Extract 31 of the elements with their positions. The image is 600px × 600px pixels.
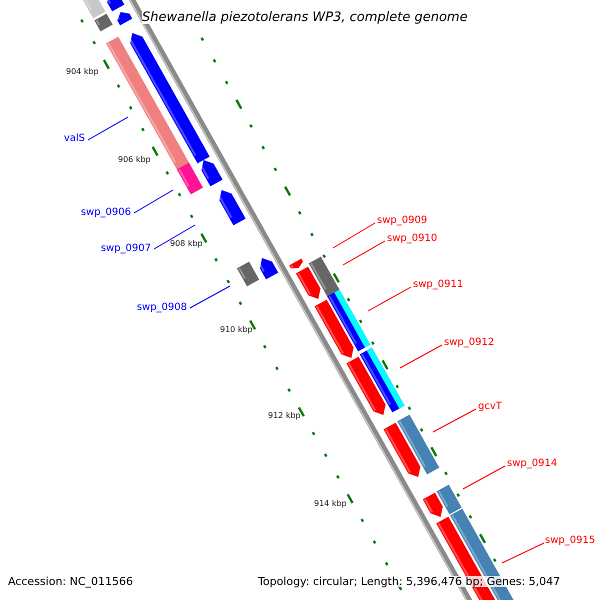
leader-line	[154, 224, 196, 250]
gene-label: swp_0908	[136, 303, 187, 313]
leader-line	[190, 286, 230, 308]
gene-label: gcvT	[478, 402, 502, 412]
title: Shewanella piezotolerans WP3, complete genome	[142, 11, 468, 24]
leader-line	[400, 344, 442, 368]
leader-line	[502, 542, 544, 564]
leader-line	[368, 286, 412, 312]
gene-label: swp_0914	[507, 459, 558, 469]
gene-label: swp_0915	[545, 536, 596, 546]
tick-label: 910 kbp	[220, 326, 253, 334]
tick-label: 904 kbp	[66, 68, 99, 76]
leader-line	[134, 190, 174, 214]
gene-label: swp_0909	[377, 216, 428, 226]
gene-label: valS	[64, 134, 85, 144]
gene-label: swp_0910	[387, 234, 438, 244]
gene-label: swp_0912	[444, 338, 494, 348]
tick-label: 908 kbp	[170, 240, 203, 248]
gene-label: swp_0906	[80, 208, 131, 218]
tick-label: 912 kbp	[268, 412, 301, 420]
info-text: Accession: NC_011566	[8, 576, 134, 587]
leader-line	[332, 222, 376, 248]
tick-label: 914 kbp	[314, 500, 347, 508]
info-text: Topology: circular; Length: 5,396,476 bp; Genes: 5,047	[258, 576, 560, 587]
leader-line	[342, 240, 386, 266]
leader-line	[462, 466, 506, 490]
gene-label: swp_0907	[100, 244, 151, 254]
gene-label: swp_0911	[413, 280, 464, 290]
leader-line	[432, 408, 476, 432]
leader-line	[88, 116, 128, 140]
tick-label: 906 kbp	[118, 156, 151, 164]
